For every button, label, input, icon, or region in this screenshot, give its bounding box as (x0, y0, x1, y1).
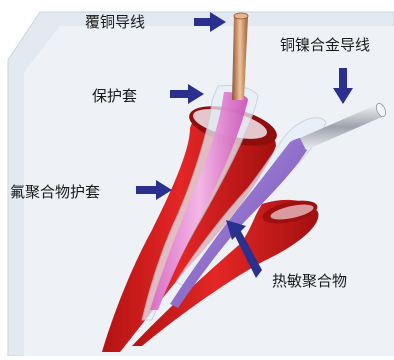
label-fluoropolymer-sheath: 氟聚合物护套 (10, 181, 100, 202)
label-protective-sheath: 保护套 (92, 85, 137, 106)
copper-wire-tip (234, 13, 248, 19)
label-thermistor-polymer: 热敏聚合物 (272, 270, 347, 291)
label-copper-nickel-wire: 铜镍合金导线 (280, 34, 370, 55)
label-copper-wire: 覆铜导线 (85, 11, 145, 32)
